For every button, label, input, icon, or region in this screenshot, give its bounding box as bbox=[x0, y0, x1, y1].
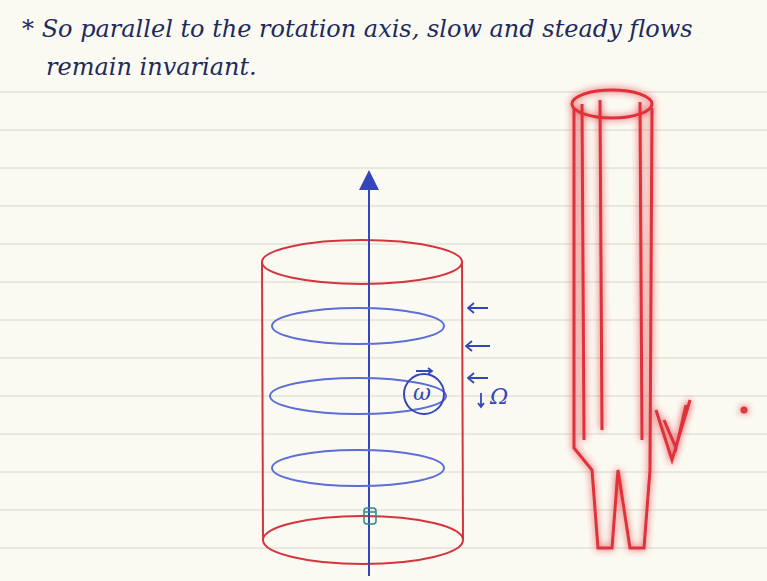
omega-circle bbox=[404, 374, 444, 414]
cylinder bbox=[262, 240, 463, 564]
rotation-symbol: Ω bbox=[490, 386, 508, 408]
ruled-lines bbox=[0, 92, 767, 548]
handwritten-note: * So parallel to the rotation axis, slow… bbox=[16, 10, 751, 86]
flow-loops bbox=[270, 308, 446, 486]
small-cylinder bbox=[364, 508, 376, 524]
taylor-column bbox=[572, 90, 746, 548]
vorticity-symbol: ω bbox=[413, 382, 431, 404]
